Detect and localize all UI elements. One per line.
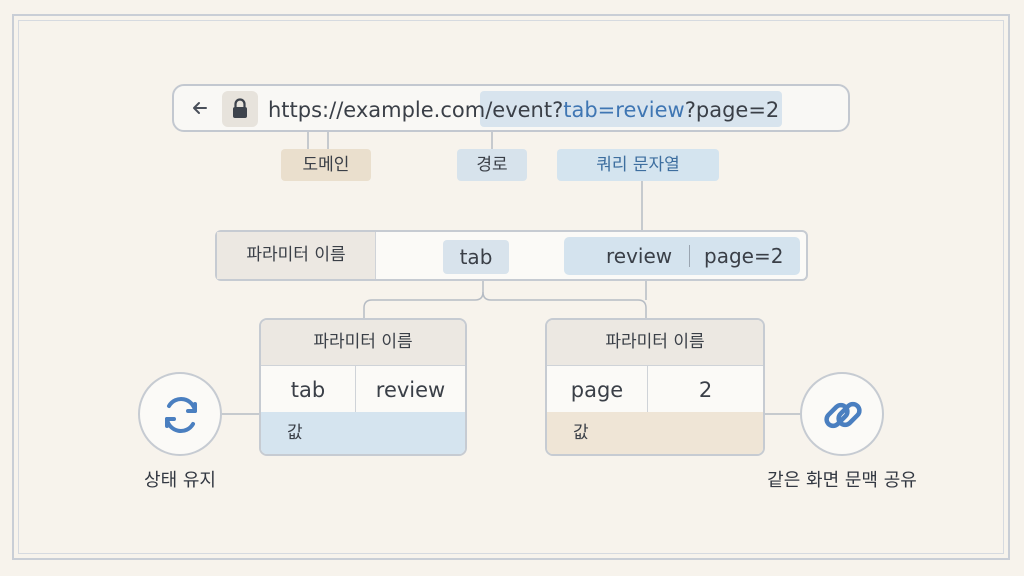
link-icon (824, 401, 862, 429)
parameter-review-value: review (606, 244, 673, 268)
url-scheme: https:// (268, 98, 344, 122)
value-row-label: 값 (573, 423, 589, 443)
parameter-name-cell: tab (290, 378, 326, 402)
url-query-tab: tab=review (563, 98, 685, 122)
link-badge (800, 372, 884, 456)
arrow-left-icon[interactable] (190, 98, 210, 118)
parameter-divider (689, 245, 690, 267)
parameter-value-cell: review (375, 378, 446, 402)
url-path-highlight (480, 91, 782, 127)
value-row (261, 412, 465, 454)
page-parameter-table: 파라미터 이름 page 2 값 (545, 318, 765, 456)
value-row-label: 값 (287, 423, 303, 443)
share-context-caption: 같은 화면 문맥 공유 (767, 470, 917, 491)
parameter-tab-chip: tab (443, 240, 509, 274)
url-text[interactable]: https://example.com/event?tab=review?pag… (268, 96, 779, 124)
url-domain: example.com (343, 98, 486, 122)
value-row (547, 412, 763, 454)
path-label: 경로 (457, 149, 527, 181)
table-header: 파라미터 이름 (261, 320, 465, 366)
query-string-label: 쿼리 문자열 (557, 149, 719, 181)
parameter-value-cell: 2 (698, 378, 713, 402)
url-path: /event? (485, 98, 564, 122)
parameter-row-label: 파라미터 이름 (217, 232, 376, 279)
domain-label: 도메인 (281, 149, 371, 181)
sync-icon (165, 396, 197, 434)
table-divider (647, 366, 648, 454)
sync-badge (138, 372, 222, 456)
outer-frame (12, 14, 1010, 560)
parameter-query-highlight (564, 237, 800, 275)
inner-frame (18, 20, 1004, 554)
keep-state-caption: 상태 유지 (144, 470, 216, 491)
parameter-page-value: page=2 (704, 244, 784, 268)
parameter-name-cell: page (570, 378, 624, 402)
tab-parameter-table: 파라미터 이름 tab review 값 (259, 318, 467, 456)
url-query-page: ?page=2 (684, 98, 780, 122)
lock-icon (233, 98, 247, 118)
table-header: 파라미터 이름 (547, 320, 763, 366)
table-divider (355, 366, 356, 454)
